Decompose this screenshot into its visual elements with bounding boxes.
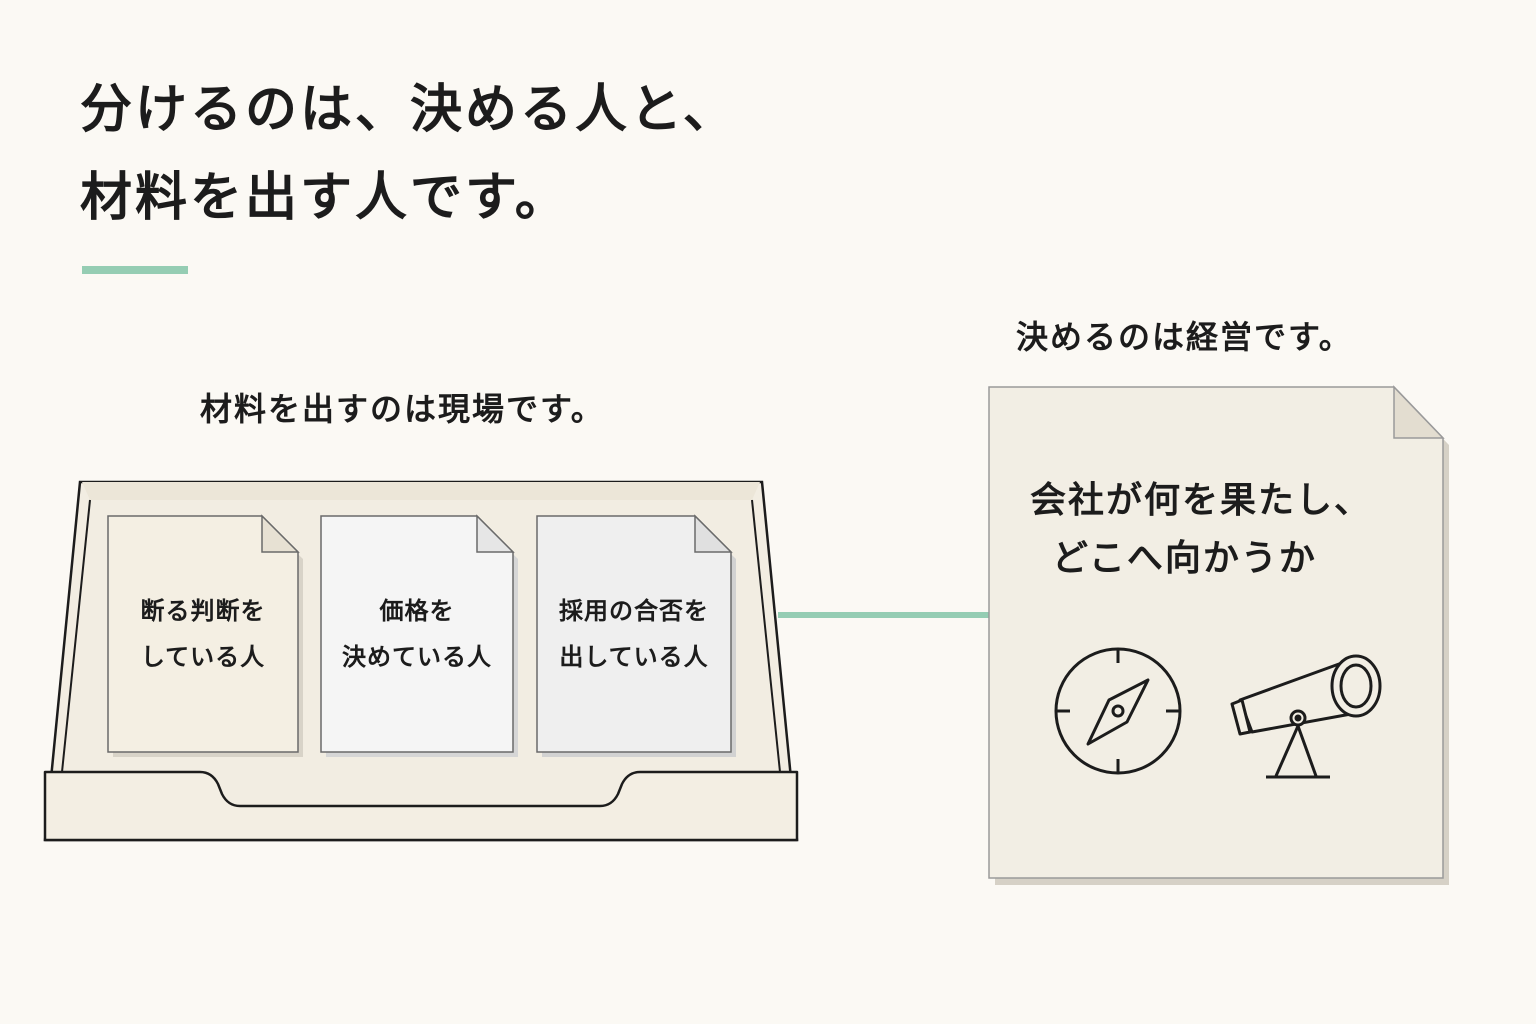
management-doc-shape [988, 385, 1449, 885]
headline-line-2: 材料を出す人です。 [80, 168, 570, 228]
doc-gray-shape [536, 514, 736, 757]
headline: 分けるのは、決める人と、 材料を出す人です。 [80, 66, 738, 242]
doc-beige-line-2: している人 [140, 643, 266, 671]
tray-inner-top [82, 482, 760, 500]
management-caption: 決めるのは経営です。 [1016, 318, 1353, 356]
accent-underline [82, 266, 188, 274]
doc-gray-line-2: 出している人 [559, 643, 709, 671]
doc-beige-text: 断る判断を している人 [108, 516, 298, 752]
telescope-icon [1230, 654, 1382, 779]
management-doc-line-1: 会社が何を果たし、 [1030, 480, 1373, 521]
compass-icon [1054, 647, 1182, 775]
management-doc-line-2: どこへ向かうか [1052, 538, 1317, 579]
doc-white-shape [320, 514, 518, 757]
doc-gray-text: 採用の合否を 出している人 [537, 516, 731, 752]
doc-beige-line-1: 断る判断を [140, 597, 266, 625]
headline-line-1: 分けるのは、決める人と、 [80, 80, 738, 140]
field-caption: 材料を出すのは現場です。 [200, 390, 605, 428]
management-doc-text: 会社が何を果たし、 どこへ向かうか [1030, 472, 1372, 588]
doc-gray-line-1: 採用の合否を [559, 597, 709, 625]
doc-white-line-1: 価格を [379, 597, 455, 625]
tray-front [43, 770, 799, 842]
tray-inner-right-edge [751, 499, 781, 773]
doc-beige-shape [107, 514, 303, 757]
doc-white-text: 価格を 決めている人 [321, 516, 513, 752]
tray-inner-left-edge [61, 499, 91, 773]
doc-white-line-2: 決めている人 [342, 643, 492, 671]
